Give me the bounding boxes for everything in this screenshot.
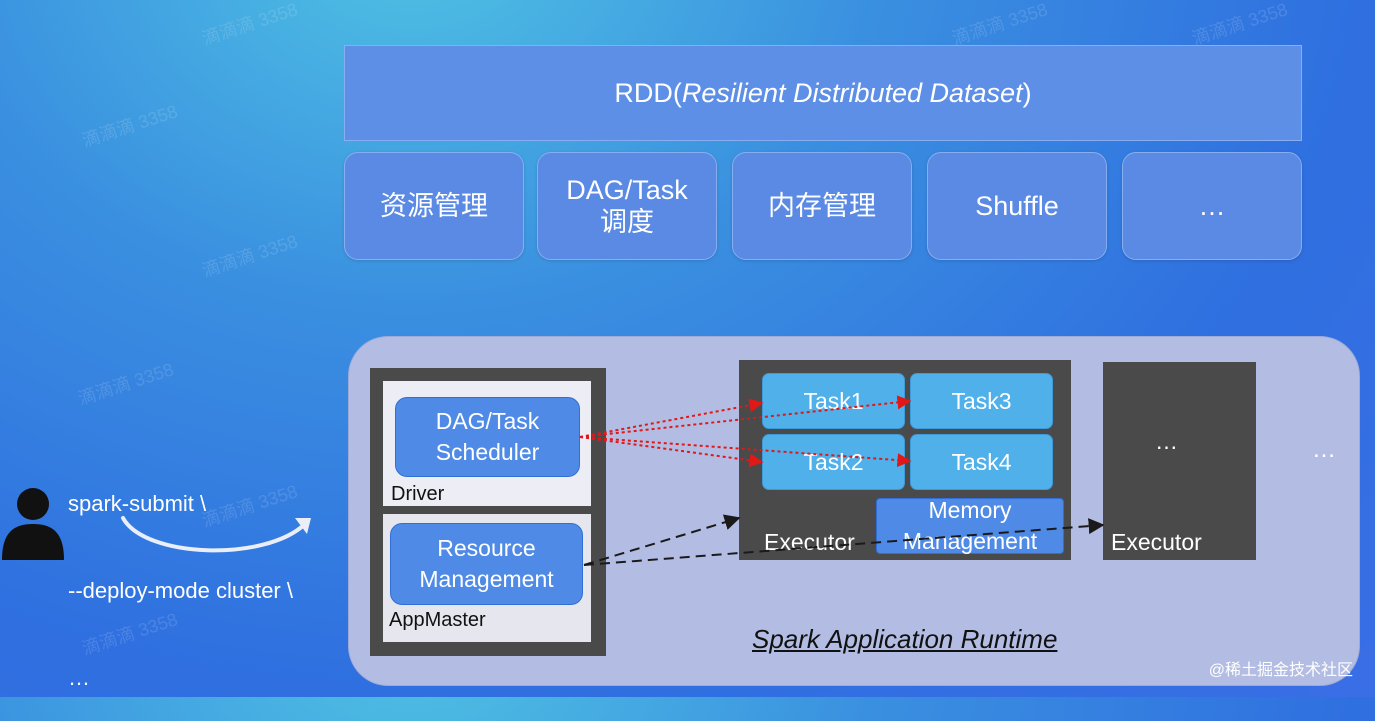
command-line: … [68,665,90,690]
user-icon [2,488,64,560]
rdd-label-italic: Resilient Distributed Dataset [681,77,1023,108]
executor-panel-secondary [1103,362,1256,560]
submit-arrow-icon [121,516,311,553]
red-arrow-task2 [579,436,764,468]
driver-label: Driver [391,483,445,505]
runtime-caption: Spark Application Runtime [752,624,1058,654]
module-shuffle: Shuffle [927,152,1107,260]
brand-watermark: @稀土掘金技术社区 [1208,662,1353,679]
schedule-red-arrows [579,395,912,468]
memory-management-box: Memory Management [876,497,1064,554]
module-more: … [1122,152,1302,260]
executor-label: Executor [1111,529,1202,555]
appmaster-label: AppMaster [389,609,486,631]
red-arrow-task4 [579,436,912,468]
task-box-1: Task1 [762,373,905,429]
command-line: spark-submit \ [68,491,207,516]
command-line: --deploy-mode cluster \ [68,578,293,603]
rdd-bar: RDD(Resilient Distributed Dataset) [344,45,1302,141]
red-arrow-task3 [579,395,912,438]
dashed-arrow-executor1 [583,514,741,566]
rdd-label-suffix: ) [1022,77,1032,108]
rdd-label-prefix: RDD( [614,77,682,108]
dag-task-scheduler-box: DAG/Task Scheduler [395,397,580,477]
resource-management-box: Resource Management [390,523,583,605]
spark-submit-command: spark-submit \ --deploy-mode cluster \ … [68,431,293,721]
more-executors-ellipsis: … [1312,436,1336,463]
module-resource-management: 资源管理 [344,152,524,260]
flow-arrows [579,395,1105,566]
resource-dashed-arrows [583,514,1105,566]
dashed-arrow-executor2 [583,518,1105,566]
module-memory-management: 内存管理 [732,152,912,260]
task-box-2: Task2 [762,434,905,490]
red-arrow-task1 [579,398,764,438]
executor-ellipsis: … [1155,428,1178,454]
module-dag-task-scheduling: DAG/Task 调度 [537,152,717,260]
